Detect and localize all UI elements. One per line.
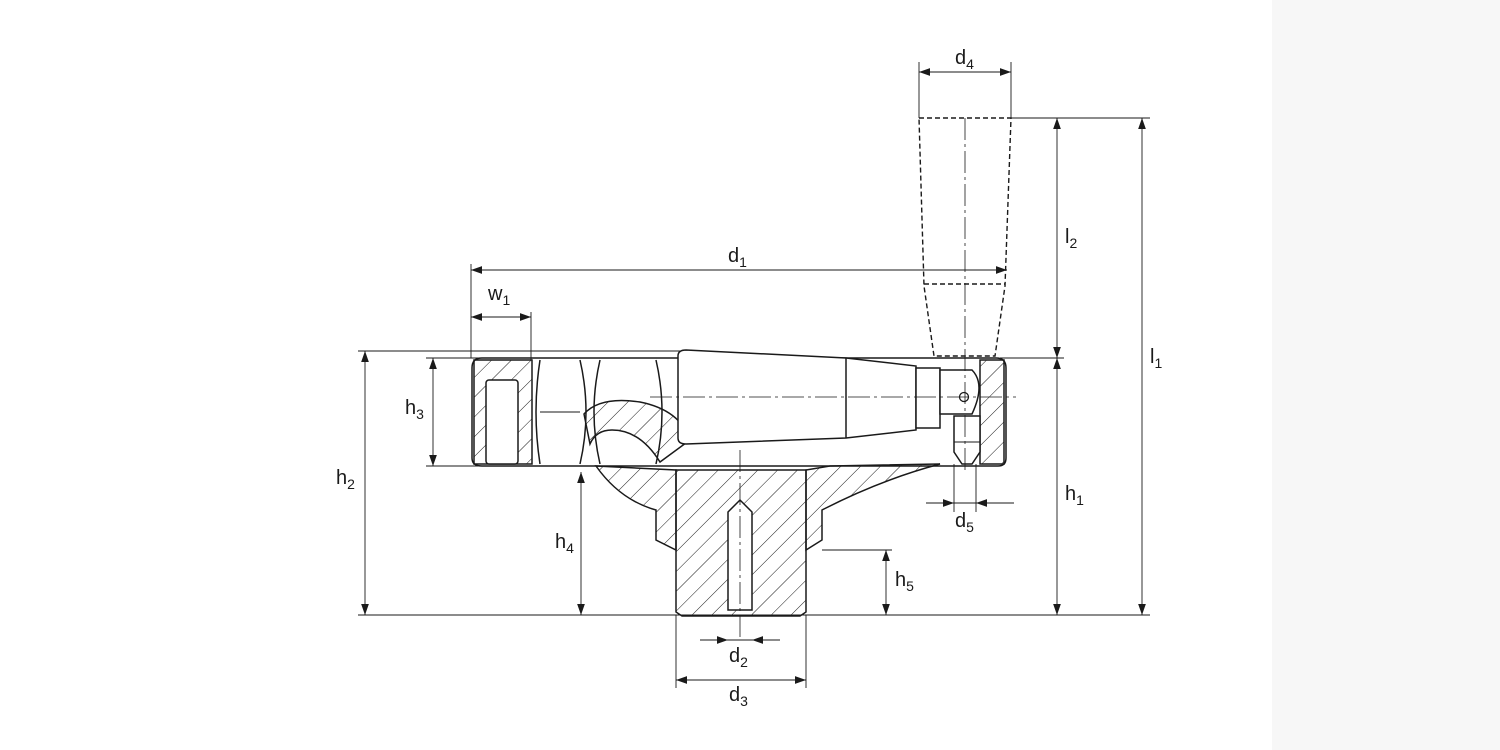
label-d1: d1 bbox=[728, 245, 747, 270]
label-l1: l1 bbox=[1150, 346, 1162, 371]
label-d4: d4 bbox=[955, 47, 974, 72]
label-h2: h2 bbox=[336, 467, 355, 492]
wheel-body bbox=[471, 349, 1007, 617]
dimension-lines bbox=[361, 68, 1146, 684]
center-lines bbox=[650, 118, 1016, 640]
background-strip bbox=[1272, 0, 1500, 750]
label-d3: d3 bbox=[729, 684, 748, 709]
dimension-labels: d4 d1 w1 h2 h3 h4 h5 h1 l2 l1 d5 d2 d3 bbox=[336, 47, 1162, 709]
label-h1: h1 bbox=[1065, 483, 1084, 508]
label-d5: d5 bbox=[955, 510, 974, 535]
label-h3: h3 bbox=[405, 397, 424, 422]
label-l2: l2 bbox=[1065, 226, 1077, 251]
extension-lines bbox=[358, 62, 1150, 688]
label-w1: w1 bbox=[487, 283, 510, 308]
label-h4: h4 bbox=[555, 531, 574, 556]
label-d2: d2 bbox=[729, 645, 748, 670]
label-h5: h5 bbox=[895, 569, 914, 594]
